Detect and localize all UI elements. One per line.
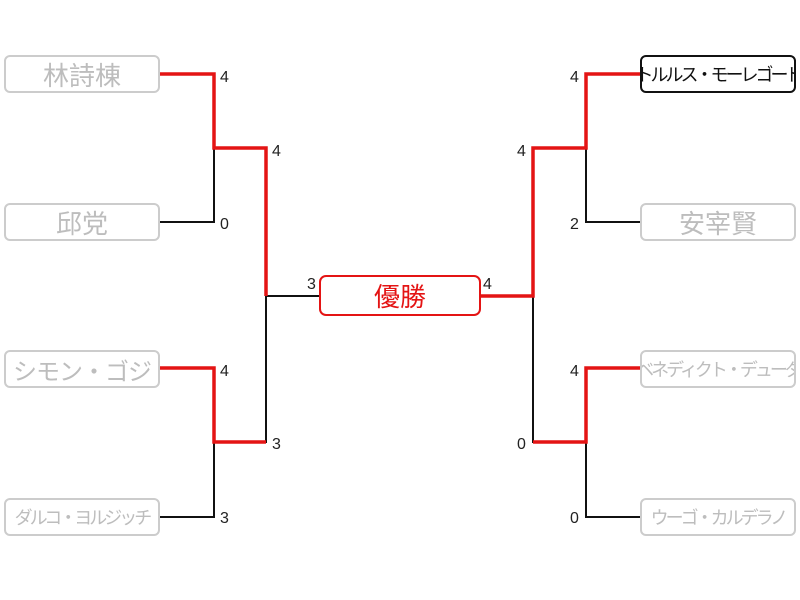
player-box-simon-gauzy: シモン・ゴジ [4, 350, 160, 388]
winner-path [481, 72, 640, 298]
player-name: 安宰賢 [678, 209, 757, 240]
score-label: 0 [517, 436, 526, 453]
player-name: 林詩棟 [42, 61, 121, 92]
bracket-line [585, 442, 640, 518]
bracket-line [585, 148, 640, 223]
player-name: ウーゴ・カルデラノ [650, 508, 789, 529]
player-box-lin-shidong: 林詩棟 [4, 55, 160, 93]
score-label: 2 [570, 216, 579, 233]
score-label: 0 [570, 510, 579, 527]
player-box-truls-moregardh: トルルス・モーレゴード [640, 55, 796, 93]
player-name: シモン・ゴジ [13, 357, 152, 386]
score-label: 4 [220, 69, 229, 86]
score-label: 4 [570, 69, 579, 86]
score-label: 3 [272, 436, 281, 453]
score-label: 4 [272, 143, 281, 160]
score-label: 3 [220, 510, 229, 527]
score-label: 4 [220, 363, 229, 380]
player-box-ahn-jaehyun: 安宰賢 [640, 203, 796, 241]
score-label: 4 [517, 143, 526, 160]
champion-label: 優勝 [373, 283, 426, 313]
player-name: トルルス・モーレゴード [640, 65, 796, 86]
score-label: 0 [220, 216, 229, 233]
player-box-benedikt-duda: ベネディクト・デューダ [640, 350, 796, 388]
player-box-darko-jorgic: ダルコ・ヨルジッチ [4, 498, 160, 536]
winner-path [160, 72, 268, 296]
champion-box: 優勝 [319, 275, 481, 316]
player-name: ベネディクト・デューダ [640, 360, 796, 381]
score-label: 4 [570, 363, 579, 380]
bracket-line [160, 442, 215, 518]
player-name: ダルコ・ヨルジッチ [14, 508, 153, 529]
player-name: 邱党 [55, 209, 108, 240]
winner-path [533, 366, 640, 444]
player-box-hugo-calderano: ウーゴ・カルデラノ [640, 498, 796, 536]
bracket-line [160, 148, 215, 223]
winner-path [160, 366, 266, 444]
score-label: 4 [483, 276, 492, 293]
score-label: 3 [307, 276, 316, 293]
player-box-qiu-dang: 邱党 [4, 203, 160, 241]
